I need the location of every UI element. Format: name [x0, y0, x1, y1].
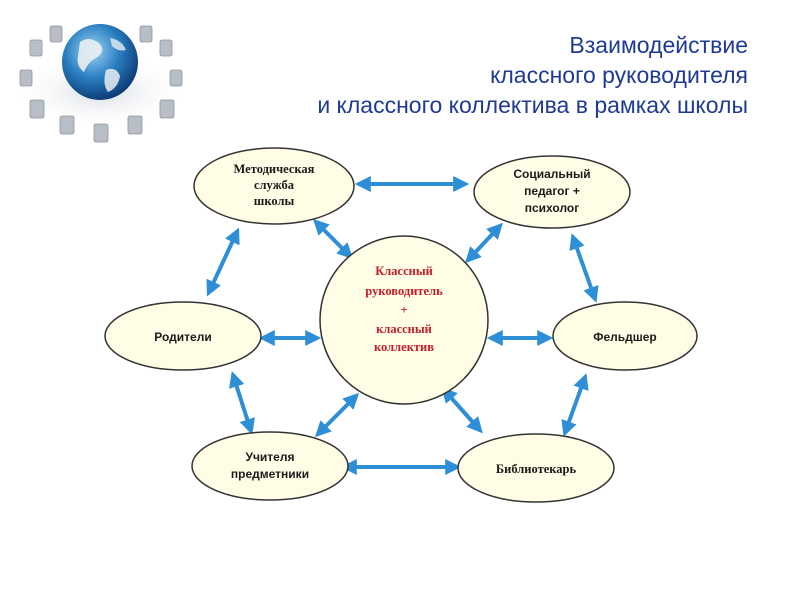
node-social-line-1: Социальный [513, 167, 590, 181]
node-teachers-line-1: Учителя [246, 450, 295, 464]
arrow-social-center [465, 222, 503, 264]
node-social-line-3: психолог [525, 201, 580, 215]
arrow-metod-center [312, 218, 354, 260]
node-feldsher-label: Фельдшер [593, 330, 657, 344]
center-line-3: + [400, 303, 407, 317]
globe-icon [62, 24, 138, 100]
arrow-feldsher-library [561, 373, 589, 437]
arrow-metod-parents [206, 227, 240, 297]
arrows [206, 176, 599, 475]
center-line-2: руководитель [365, 284, 443, 298]
node-teachers-line-2: предметники [231, 467, 309, 481]
center-line-1: Классный [375, 264, 433, 278]
center-line-5: коллектив [374, 340, 434, 354]
arrow-social-feldsher [569, 233, 599, 303]
node-parents: Родители [104, 301, 262, 371]
node-social-line-2: педагог + [524, 184, 580, 198]
node-librarian: Библиотекарь [457, 433, 615, 503]
center-node: Классный руководитель + классный коллект… [319, 235, 489, 405]
node-metod-line-1: Методическая [234, 162, 315, 176]
globe-chairs-logo [10, 24, 190, 143]
node-feldsher: Фельдшер [552, 301, 698, 371]
node-social-pedagogue: Социальный педагог + психолог [473, 155, 631, 229]
title-line-3: и классного коллектива в рамках школы [317, 92, 748, 118]
node-subject-teachers: Учителя предметники [191, 431, 349, 501]
arrow-parents-teachers [229, 371, 255, 435]
title-line-1: Взаимодействие [569, 32, 748, 58]
title-line-2: классного руководителя [490, 62, 748, 88]
arrow-center-library [441, 386, 483, 434]
node-methodical-service: Методическая служба школы [193, 147, 355, 225]
chair-icons [19, 25, 183, 143]
node-metod-line-3: школы [254, 194, 295, 208]
node-library-label: Библиотекарь [496, 462, 577, 476]
center-line-4: классный [376, 322, 432, 336]
node-parents-label: Родители [154, 330, 211, 344]
node-metod-line-2: служба [254, 178, 295, 192]
arrow-center-teachers [314, 392, 360, 438]
page-title: Взаимодействие классного руководителя и … [317, 30, 748, 120]
